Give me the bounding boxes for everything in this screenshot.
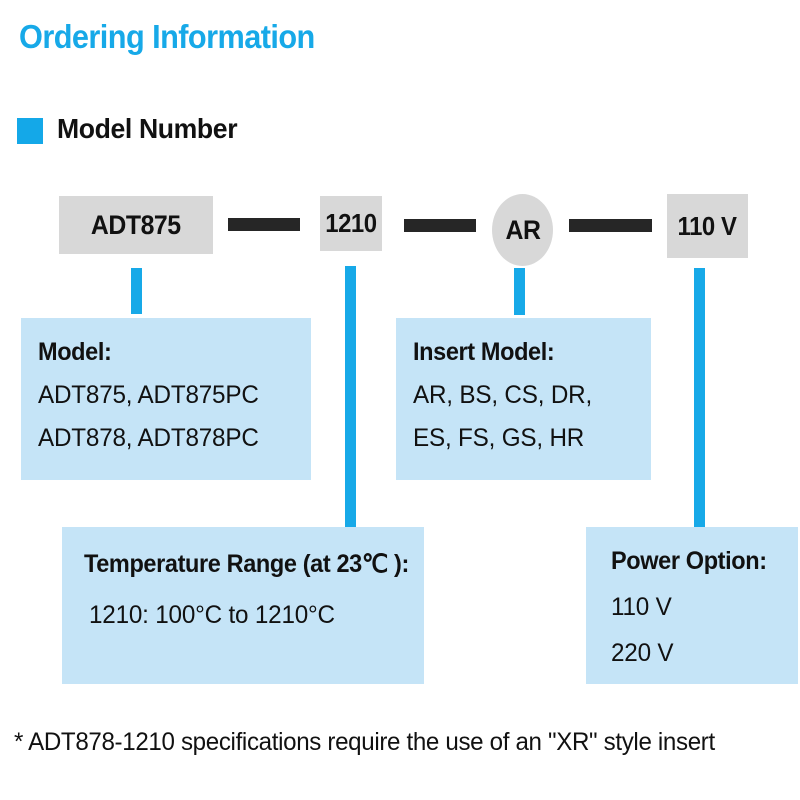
info-box-temperature-line: 1210: 100°C to 1210°C: [89, 601, 335, 629]
connector-bar-power-option: [694, 268, 705, 528]
separator-dash-icon: [228, 218, 300, 231]
code-segment-power-label: 110 V: [678, 210, 737, 241]
code-segment-insert-label: AR: [505, 214, 540, 245]
separator-dash-icon: [404, 219, 476, 232]
page-title: Ordering Information: [19, 18, 315, 55]
info-box-insert-model: Insert Model: AR, BS, CS, DR, ES, FS, GS…: [396, 318, 651, 480]
code-segment-insert-model: AR: [492, 194, 553, 266]
code-segment-power-option: 110 V: [667, 194, 748, 258]
code-segment-range-label: 1210: [325, 208, 377, 238]
connector-bar-insert-model: [514, 268, 525, 315]
code-segment-temperature-range: 1210: [320, 196, 382, 251]
info-box-power-option: Power Option: 110 V 220 V: [586, 527, 798, 684]
code-segment-model: ADT875: [59, 196, 213, 254]
info-box-insert-title: Insert Model:: [413, 338, 555, 366]
connector-bar-temperature-range: [345, 266, 356, 528]
code-segment-model-label: ADT875: [91, 209, 181, 240]
info-box-model-line: ADT878, ADT878PC: [38, 424, 259, 452]
info-box-insert-line: ES, FS, GS, HR: [413, 424, 585, 452]
info-box-power-title: Power Option:: [611, 547, 767, 575]
info-box-insert-line: AR, BS, CS, DR,: [413, 381, 593, 409]
footnote-text: * ADT878-1210 specifications require the…: [14, 728, 715, 756]
info-box-power-line: 220 V: [611, 639, 674, 667]
info-box-temperature-title: Temperature Range (at 23℃ ):: [84, 550, 409, 578]
separator-dash-icon: [569, 219, 652, 232]
info-box-model: Model: ADT875, ADT875PC ADT878, ADT878PC: [21, 318, 311, 480]
info-box-power-line: 110 V: [611, 593, 672, 621]
square-bullet-icon: [17, 118, 43, 144]
info-box-temperature-range: Temperature Range (at 23℃ ): 1210: 100°C…: [62, 527, 424, 684]
connector-bar-model: [131, 268, 142, 314]
section-heading-model-number: Model Number: [57, 113, 238, 144]
info-box-model-title: Model:: [38, 338, 112, 366]
info-box-model-line: ADT875, ADT875PC: [38, 381, 259, 409]
